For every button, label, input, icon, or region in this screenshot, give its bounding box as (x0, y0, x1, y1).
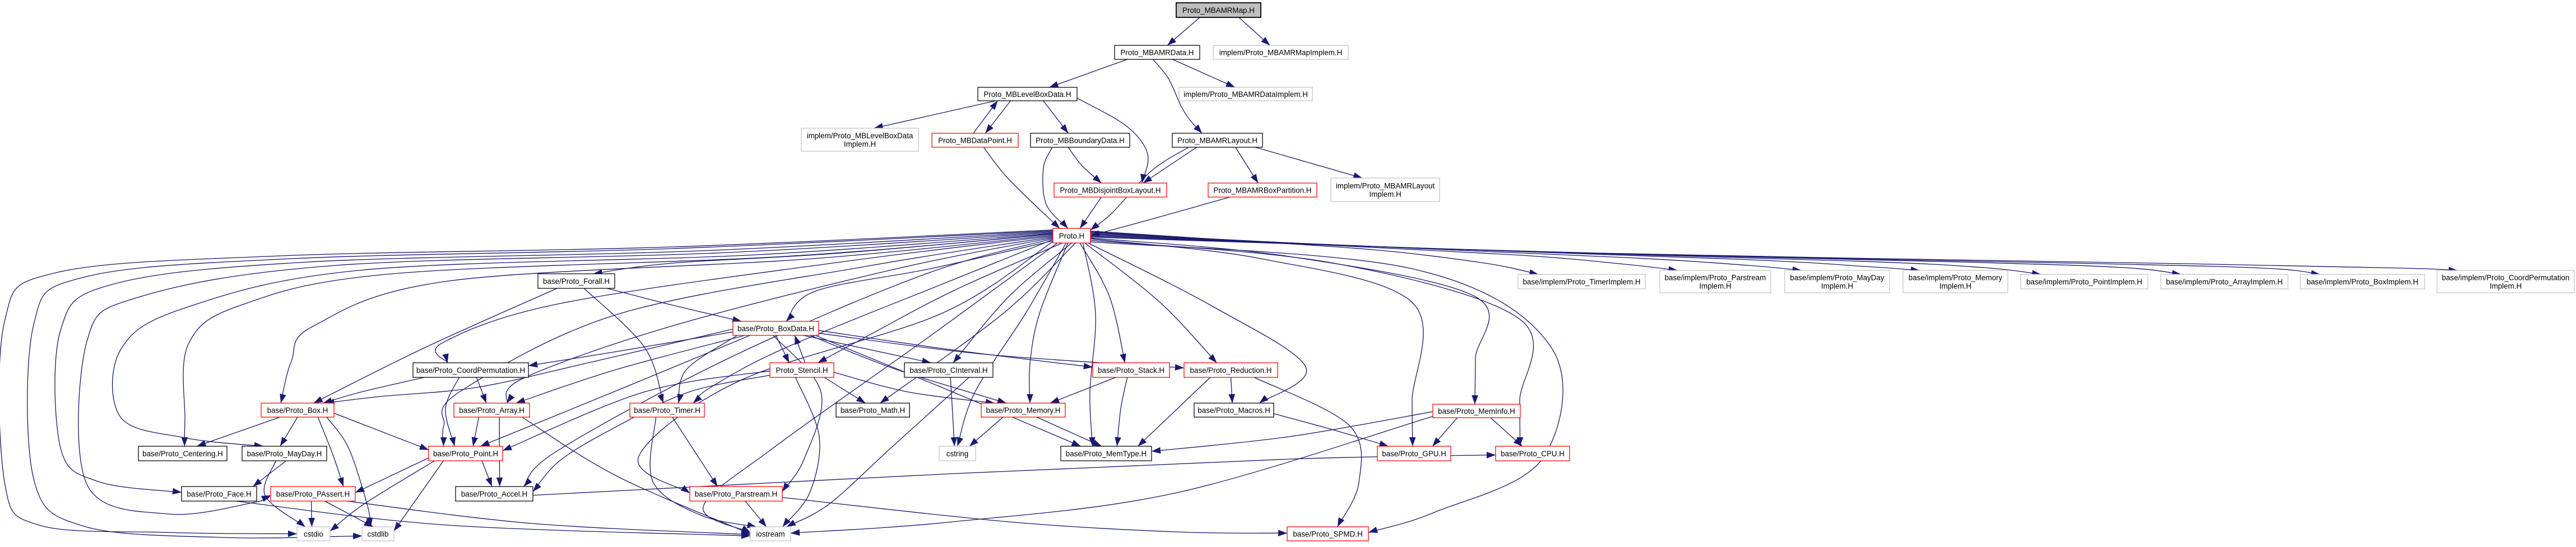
svg-text:cstring: cstring (946, 450, 968, 458)
svg-text:base/Proto_MayDay.H: base/Proto_MayDay.H (247, 450, 322, 458)
svg-text:base/implem/Proto_Memory: base/implem/Proto_Memory (1909, 273, 2003, 282)
svg-text:base/Proto_Memory.H: base/Proto_Memory.H (986, 406, 1061, 414)
svg-text:Proto_MBAMRData.H: Proto_MBAMRData.H (1121, 48, 1194, 57)
svg-text:Implem.H: Implem.H (2490, 282, 2522, 291)
svg-text:base/Proto_Timer.H: base/Proto_Timer.H (634, 406, 700, 414)
svg-text:Proto_Stencil.H: Proto_Stencil.H (776, 366, 828, 375)
svg-text:base/Proto_Point.H: base/Proto_Point.H (433, 450, 498, 458)
svg-text:Implem.H: Implem.H (1939, 282, 1971, 291)
svg-text:base/Proto_Centering.H: base/Proto_Centering.H (142, 450, 223, 458)
svg-text:base/Proto_MemType.H: base/Proto_MemType.H (1066, 450, 1147, 458)
svg-text:base/Proto_CoordPermutation.H: base/Proto_CoordPermutation.H (416, 366, 525, 375)
svg-text:base/implem/Proto_ArrayImplem.: base/implem/Proto_ArrayImplem.H (2166, 278, 2282, 286)
svg-text:Proto_MBAMRMap.H: Proto_MBAMRMap.H (1182, 6, 1255, 15)
svg-text:Proto.H: Proto.H (1059, 232, 1084, 240)
svg-text:Proto_MBDisjointBoxLayout.H: Proto_MBDisjointBoxLayout.H (1060, 186, 1161, 194)
svg-text:base/Proto_Macros.H: base/Proto_Macros.H (1198, 406, 1270, 414)
svg-text:base/implem/Proto_PointImplem.: base/implem/Proto_PointImplem.H (2026, 278, 2142, 286)
svg-text:base/Proto_BoxData.H: base/Proto_BoxData.H (737, 324, 814, 333)
svg-text:Implem.H: Implem.H (1699, 282, 1731, 291)
svg-text:base/Proto_Forall.H: base/Proto_Forall.H (543, 277, 610, 286)
svg-text:Implem.H: Implem.H (844, 140, 876, 148)
svg-text:base/Proto_Reduction.H: base/Proto_Reduction.H (1190, 366, 1272, 375)
svg-text:base/Proto_Box.H: base/Proto_Box.H (267, 406, 328, 414)
svg-text:Implem.H: Implem.H (1369, 190, 1401, 199)
svg-text:base/implem/Proto_CoordPermuta: base/implem/Proto_CoordPermutation (2442, 273, 2570, 282)
svg-text:base/Proto_Accel.H: base/Proto_Accel.H (461, 490, 527, 498)
svg-text:base/Proto_SPMD.H: base/Proto_SPMD.H (1293, 530, 1362, 538)
svg-text:base/implem/Proto_BoxImplem.H: base/implem/Proto_BoxImplem.H (2306, 278, 2418, 286)
svg-text:Proto_MBAMRBoxPartition.H: Proto_MBAMRBoxPartition.H (1214, 186, 1312, 194)
svg-text:cstdlib: cstdlib (368, 530, 389, 538)
svg-text:base/Proto_PAssert.H: base/Proto_PAssert.H (276, 490, 350, 498)
svg-text:base/Proto_CInterval.H: base/Proto_CInterval.H (909, 366, 987, 375)
svg-text:implem/Proto_MBAMRLayout: implem/Proto_MBAMRLayout (1336, 181, 1435, 190)
svg-text:Proto_MBAMRLayout.H: Proto_MBAMRLayout.H (1177, 136, 1257, 144)
svg-text:cstdio: cstdio (304, 530, 323, 538)
svg-text:base/Proto_Face.H: base/Proto_Face.H (187, 490, 251, 498)
svg-text:implem/Proto_MBAMRMapImplem.H: implem/Proto_MBAMRMapImplem.H (1219, 48, 1343, 57)
svg-text:iostream: iostream (756, 530, 785, 538)
svg-text:implem/Proto_MBLevelBoxData: implem/Proto_MBLevelBoxData (807, 132, 913, 140)
svg-text:base/implem/Proto_MayDay: base/implem/Proto_MayDay (1790, 273, 1884, 282)
svg-text:Proto_MBBoundaryData.H: Proto_MBBoundaryData.H (1036, 136, 1125, 144)
svg-text:base/Proto_GPU.H: base/Proto_GPU.H (1382, 450, 1446, 458)
svg-text:Implem.H: Implem.H (1821, 282, 1853, 291)
svg-text:implem/Proto_MBAMRDataImplem.H: implem/Proto_MBAMRDataImplem.H (1183, 90, 1308, 99)
svg-text:base/Proto_MemInfo.H: base/Proto_MemInfo.H (1438, 407, 1515, 415)
svg-text:base/Proto_Array.H: base/Proto_Array.H (459, 406, 525, 414)
svg-text:base/implem/Proto_Parstream: base/implem/Proto_Parstream (1665, 273, 1766, 282)
svg-text:Proto_MBDataPoint.H: Proto_MBDataPoint.H (938, 136, 1012, 144)
svg-text:base/Proto_Parstream.H: base/Proto_Parstream.H (695, 490, 777, 498)
svg-text:base/Proto_Stack.H: base/Proto_Stack.H (1098, 366, 1164, 375)
svg-text:base/Proto_CPU.H: base/Proto_CPU.H (1501, 450, 1565, 458)
svg-text:base/Proto_Math.H: base/Proto_Math.H (841, 406, 905, 414)
svg-text:Proto_MBLevelBoxData.H: Proto_MBLevelBoxData.H (983, 90, 1071, 99)
svg-text:base/implem/Proto_TimerImplem.: base/implem/Proto_TimerImplem.H (1523, 278, 1640, 286)
